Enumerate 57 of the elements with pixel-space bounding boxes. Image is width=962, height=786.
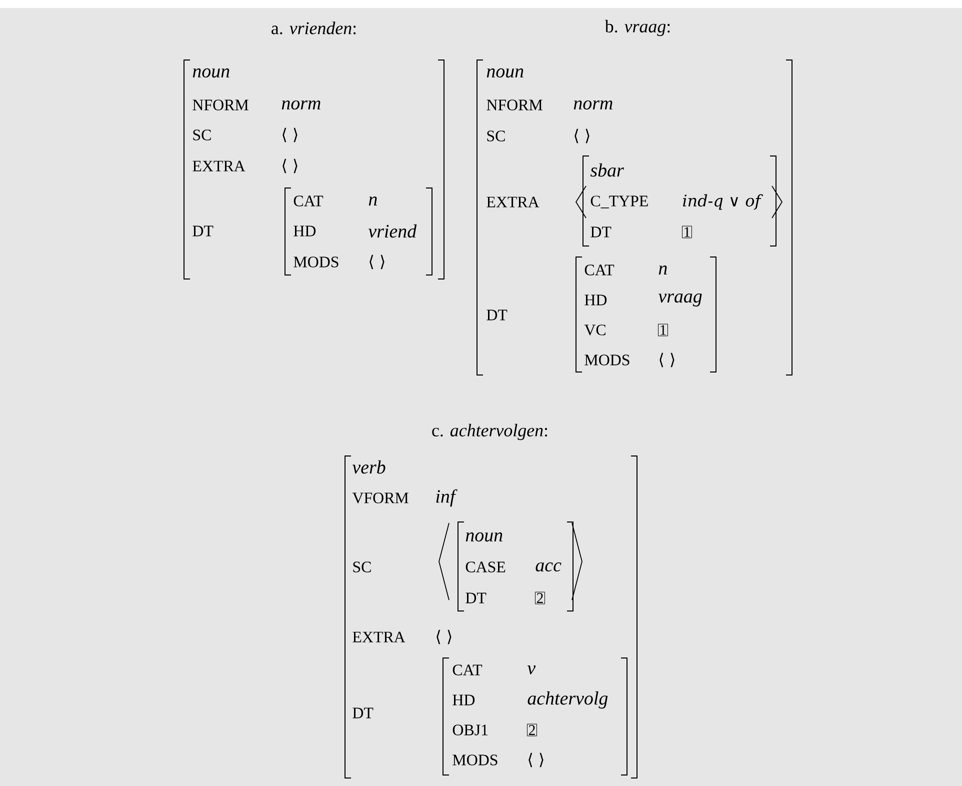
value-text: n: [658, 266, 667, 274]
feature-name: DT: [192, 226, 214, 236]
feature-name: MODS: [452, 754, 498, 766]
value-text: norm: [574, 100, 612, 110]
feature-name: C_TYPE: [590, 196, 648, 208]
feature-name: EXTRA: [486, 196, 540, 208]
feature-name: CAT: [584, 264, 614, 276]
coindex-tag: 2: [535, 592, 545, 604]
coindex-tag: 1: [658, 324, 668, 336]
feature-name: DT: [466, 592, 486, 604]
matrix-heading: a. vrienden:: [272, 22, 356, 34]
feature-name: EXTRA: [192, 160, 246, 172]
empty-list: ⟨ ⟩: [436, 630, 452, 644]
value-text: noun: [486, 68, 524, 78]
value-text: n: [368, 196, 377, 206]
value-text: achtervolg: [528, 691, 608, 709]
feature-name: VFORM: [352, 492, 408, 504]
value-text: noun: [466, 532, 502, 542]
feature-name: DT: [352, 708, 374, 718]
empty-list: ⟨ ⟩: [282, 128, 298, 142]
value-text: v: [527, 666, 536, 674]
feature-name: CASE: [466, 562, 506, 572]
feature-name: NFORM: [486, 100, 542, 110]
value-text: norm: [282, 100, 320, 110]
value-text: vraag: [658, 294, 702, 306]
matrix-heading: b. vraag:: [604, 20, 670, 36]
feature-name: CAT: [294, 196, 324, 206]
value-text: verb: [352, 460, 386, 474]
feature-name: SC: [487, 130, 505, 142]
value-text: vriend: [368, 224, 417, 238]
feature-name: MODS: [294, 256, 338, 268]
feature-name: NFORM: [192, 100, 248, 110]
feature-name: SC: [353, 562, 371, 572]
feature-name: CAT: [452, 664, 482, 676]
empty-list: ⟨ ⟩: [528, 752, 544, 768]
value-text: ind-q ∨ of: [683, 194, 763, 210]
coindex-tag: 1: [682, 226, 692, 238]
value-text: noun: [192, 68, 230, 78]
value-text: sbar: [590, 163, 624, 177]
value-text: acc: [536, 562, 562, 572]
feature-name: OBJ1: [452, 724, 488, 736]
matrix-heading: c. achtervolgen:: [432, 424, 548, 440]
empty-list: ⟨ ⟩: [660, 352, 674, 368]
coindex-tag: 2: [527, 724, 537, 736]
feature-name: SC: [193, 130, 211, 140]
feature-name: HD: [584, 294, 607, 306]
feature-name: DT: [486, 310, 508, 320]
value-text: inf: [436, 489, 458, 507]
empty-list: ⟨ ⟩: [282, 158, 298, 174]
feature-name: HD: [294, 226, 316, 236]
feature-name: HD: [452, 694, 475, 706]
feature-name: DT: [590, 226, 612, 238]
feature-name: VC: [584, 324, 606, 336]
empty-list: ⟨ ⟩: [574, 128, 590, 144]
feature-name: MODS: [584, 354, 630, 366]
empty-list: ⟨ ⟩: [370, 254, 384, 270]
feature-name: EXTRA: [352, 632, 406, 642]
